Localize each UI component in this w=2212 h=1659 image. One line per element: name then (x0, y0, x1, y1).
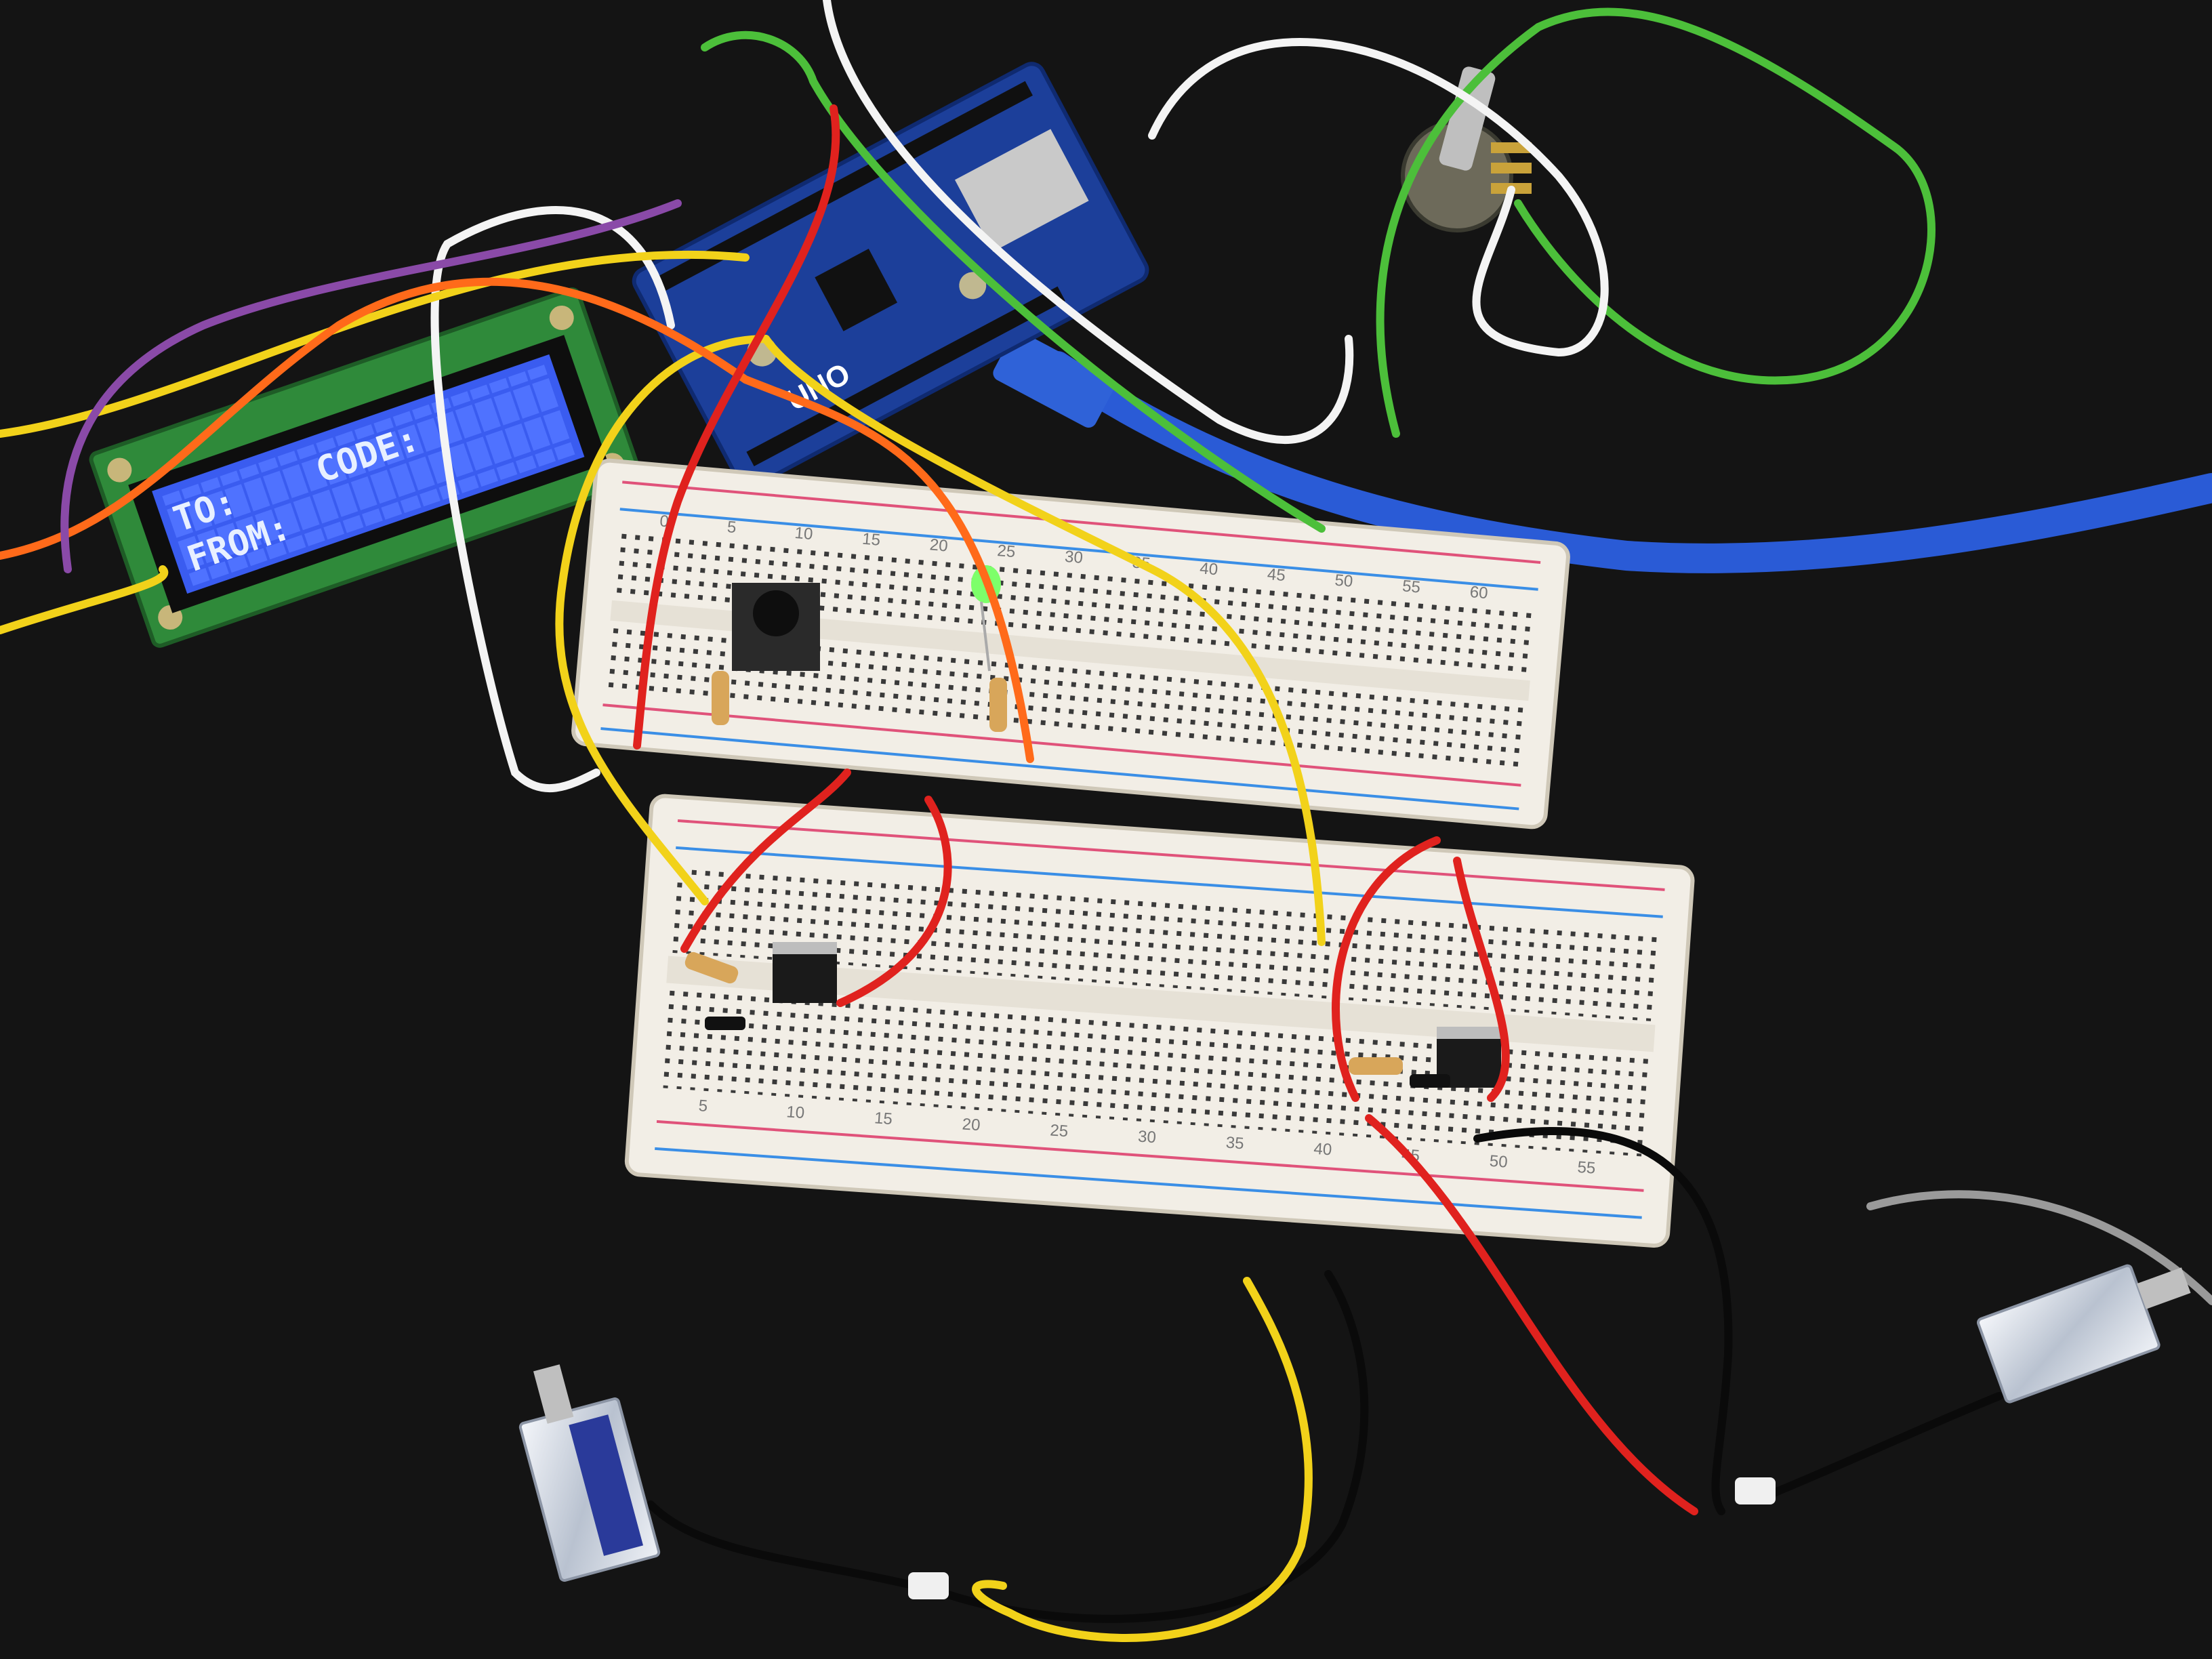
bb-lower-col-2: 15 (874, 1109, 893, 1128)
bb-upper-col-2: 10 (794, 524, 814, 544)
wire-white-pot (1148, 37, 1609, 357)
bb-lower-col-5: 30 (1137, 1128, 1157, 1147)
wire-yellow-arduino (762, 335, 1326, 946)
wire-black-solenoid-right (1473, 1126, 2003, 1515)
bb-lower-col-7: 40 (1313, 1140, 1333, 1160)
breadboard-upper: 0 5 10 15 20 25 30 35 40 45 50 55 60 (571, 458, 1570, 830)
bb-upper-col-5: 25 (996, 541, 1016, 561)
wire-red-upper (633, 104, 840, 750)
wire-purple-lcd (60, 199, 682, 573)
bb-upper-col-8: 40 (1199, 559, 1218, 579)
wire-yellow-solenoid-left (972, 1277, 1313, 1642)
bb-upper-col-10: 50 (1334, 571, 1353, 591)
wire-white-lcd (430, 206, 675, 792)
lcd-module: TO: CODE: FROM: (89, 287, 643, 648)
resistors (684, 671, 1403, 1075)
bb-lower-col-0: 5 (698, 1097, 708, 1115)
bb-lower-col-1: 10 (786, 1103, 806, 1122)
bb-upper-col-1: 5 (726, 518, 737, 537)
solenoid-right (1977, 1264, 2191, 1404)
wire-white-top (823, 0, 1354, 445)
wire-orange-lcd (0, 277, 1034, 763)
wire-red-lower-left (680, 769, 952, 1007)
bb-lower-col-4: 25 (1050, 1121, 1069, 1141)
diodes (705, 1017, 1450, 1088)
wire-gray-solenoid-right (1866, 1190, 2212, 1305)
bb-upper-col-6: 30 (1064, 548, 1084, 567)
wire-green-top (701, 30, 1326, 533)
wire-green-pot (1376, 7, 1936, 438)
wire-black-solenoid-left (647, 1270, 1369, 1623)
bb-upper-col-9: 45 (1267, 565, 1286, 585)
connectors (908, 1477, 1776, 1599)
wire-red-lower-right (1332, 836, 1510, 1102)
bb-upper-col-12: 60 (1469, 583, 1489, 602)
usb-cable (1042, 351, 2212, 573)
solenoid-left (518, 1364, 661, 1582)
bb-lower-col-10: 55 (1577, 1158, 1597, 1178)
bb-upper-col-4: 20 (929, 535, 949, 555)
bb-lower-col-3: 20 (962, 1115, 981, 1134)
bb-lower-col-9: 50 (1489, 1152, 1509, 1172)
bb-upper-col-3: 15 (861, 530, 881, 550)
breadboard-lower: 5 10 15 20 25 30 35 40 45 50 55 (624, 794, 1695, 1248)
bb-upper-col-11: 55 (1401, 577, 1421, 596)
usb-plug (993, 331, 1115, 428)
transistors (773, 942, 1501, 1088)
bb-lower-col-6: 35 (1225, 1134, 1245, 1153)
wire-yellow-breadboard (555, 335, 770, 905)
push-button (732, 583, 820, 671)
wire-red-solenoid (1365, 1114, 1698, 1515)
